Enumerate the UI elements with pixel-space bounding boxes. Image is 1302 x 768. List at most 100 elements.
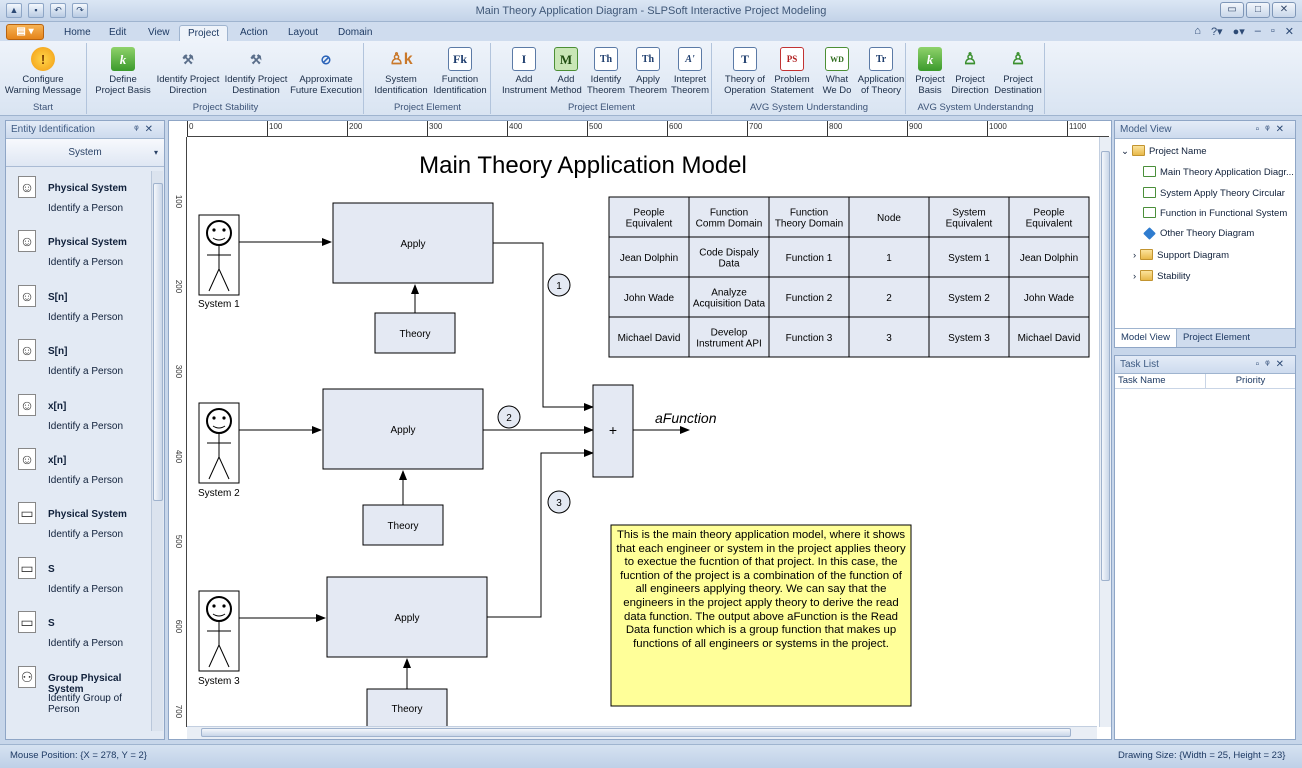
system-3-figure[interactable] <box>198 590 240 672</box>
close-doc-icon[interactable]: ✕ <box>1284 26 1294 38</box>
entity-item[interactable]: ☺S[n]Identify a Person <box>12 283 150 337</box>
panel-controls[interactable]: ▫ᵠ✕ <box>1255 124 1290 135</box>
configure-warning-button[interactable]: ! Configure Warning Message <box>0 45 86 96</box>
table-cell[interactable] <box>928 236 1010 278</box>
tree-item[interactable]: System Apply Theory Circular <box>1133 186 1285 199</box>
collapse-arrow-icon[interactable]: › <box>1133 270 1137 282</box>
system-identification-button[interactable]: ♙k System Identification <box>371 45 431 96</box>
apply-box-2[interactable] <box>322 388 484 470</box>
app-icon[interactable]: ▲ <box>6 3 22 18</box>
close-button[interactable]: ✕ <box>1272 2 1296 18</box>
tab-layout[interactable]: Layout <box>288 27 319 38</box>
problem-statement-button[interactable]: PS Problem Statement <box>769 45 815 96</box>
apply-theorem-button[interactable]: Th Apply Theorem <box>628 45 668 96</box>
tree-item[interactable]: Other Theory Diagram <box>1133 227 1254 241</box>
maximize-button[interactable]: □ <box>1246 2 1270 18</box>
canvas-vertical-scrollbar[interactable] <box>1099 137 1111 727</box>
tab-project-element[interactable]: Project Element <box>1182 332 1250 343</box>
table-cell[interactable] <box>848 316 930 358</box>
panel-controls[interactable]: ▫ᵠ✕ <box>1255 359 1290 370</box>
table-cell[interactable] <box>928 316 1010 358</box>
node-circle-2[interactable] <box>497 405 521 429</box>
function-identification-button[interactable]: Fk Function Identification <box>431 45 489 96</box>
theory-box-3[interactable] <box>366 688 448 727</box>
diagram-canvas[interactable]: Main Theory Application Model System 1 S… <box>187 137 1099 727</box>
tab-edit[interactable]: Edit <box>109 27 127 38</box>
system-2-figure[interactable] <box>198 402 240 484</box>
table-cell[interactable] <box>848 236 930 278</box>
identify-project-direction-button[interactable]: ⚒ Identify Project Direction <box>154 45 222 97</box>
what-we-do-button[interactable]: WD What We Do <box>817 45 857 96</box>
table-cell[interactable] <box>848 276 930 318</box>
application-of-theory-button[interactable]: Tr Application of Theory <box>857 45 905 96</box>
undo-icon[interactable]: ↶ <box>50 3 66 18</box>
table-cell[interactable] <box>1008 276 1090 318</box>
collapse-arrow-icon[interactable]: › <box>1133 250 1137 261</box>
tree-item[interactable]: ›Stability <box>1133 269 1190 282</box>
add-method-button[interactable]: M Add Method <box>548 45 584 96</box>
sum-box[interactable] <box>592 384 634 478</box>
theory-box-2[interactable] <box>362 504 444 546</box>
approximate-future-execution-button[interactable]: ⊘ Approximate Future Execution <box>290 45 362 97</box>
note-box[interactable] <box>610 524 912 707</box>
apply-box-1[interactable] <box>332 202 494 284</box>
scroll-thumb[interactable] <box>153 183 163 501</box>
table-cell[interactable] <box>688 196 770 238</box>
restore-doc-icon[interactable]: ▫ <box>1270 25 1275 37</box>
project-destination-button[interactable]: ♙ Project Destination <box>993 45 1043 96</box>
style-icon[interactable]: ●▾ <box>1232 26 1245 38</box>
tab-action[interactable]: Action <box>240 27 268 38</box>
identify-theorem-button[interactable]: Th Identify Theorem <box>586 45 626 96</box>
node-circle-3[interactable] <box>547 490 571 514</box>
tree-item[interactable]: Main Theory Application Diagr... <box>1133 165 1294 178</box>
expand-arrow-icon[interactable]: ⌄ <box>1121 146 1129 157</box>
table-cell[interactable] <box>1008 316 1090 358</box>
tree-item[interactable]: ⌄Project Name <box>1121 145 1207 157</box>
entity-item[interactable]: ☺x[n]Identify a Person <box>12 392 150 446</box>
table-cell[interactable] <box>1008 236 1090 278</box>
tab-domain[interactable]: Domain <box>338 27 373 38</box>
system-1-figure[interactable] <box>198 214 240 296</box>
tab-model-view[interactable]: Model View <box>1115 329 1177 347</box>
column-task-name[interactable]: Task Name <box>1118 375 1166 386</box>
interpret-theorem-button[interactable]: A' Intepret Theorem <box>670 45 710 96</box>
left-scrollbar[interactable] <box>151 171 163 731</box>
table-cell[interactable] <box>1008 196 1090 238</box>
table-cell[interactable] <box>608 316 690 358</box>
system-dropdown[interactable]: System ▾ <box>6 139 164 167</box>
minimize-doc-icon[interactable]: – <box>1254 25 1261 37</box>
table-cell[interactable] <box>608 236 690 278</box>
table-cell[interactable] <box>768 276 850 318</box>
redo-icon[interactable]: ↷ <box>72 3 88 18</box>
minimize-button[interactable]: ▭ <box>1220 2 1244 18</box>
project-basis-button[interactable]: k Project Basis <box>913 45 947 96</box>
table-cell[interactable] <box>688 316 770 358</box>
tree-item[interactable]: ›Support Diagram <box>1133 249 1229 261</box>
tab-project[interactable]: Project <box>179 25 229 41</box>
entity-item[interactable]: ☺S[n]Identify a Person <box>12 337 150 391</box>
tab-home[interactable]: Home <box>64 27 91 38</box>
table-cell[interactable] <box>688 236 770 278</box>
theory-of-operation-button[interactable]: T Theory of Operation <box>723 45 767 96</box>
tab-view[interactable]: View <box>148 27 170 38</box>
node-circle-1[interactable] <box>547 273 571 297</box>
define-project-basis-button[interactable]: k Define Project Basis <box>92 45 154 96</box>
add-instrument-button[interactable]: I Add Instrument <box>502 45 547 96</box>
application-menu-button[interactable]: ▤ ▾ <box>6 24 44 40</box>
column-priority[interactable]: Priority <box>1205 374 1295 388</box>
identify-project-destination-button[interactable]: ⚒ Identify Project Destination <box>222 45 290 97</box>
table-cell[interactable] <box>608 196 690 238</box>
canvas-horizontal-scrollbar[interactable] <box>187 726 1097 739</box>
panel-controls[interactable]: ᵠ✕ <box>134 124 159 135</box>
help-icon[interactable]: ?▾ <box>1210 26 1223 38</box>
scroll-thumb[interactable] <box>1101 151 1110 581</box>
entity-item[interactable]: ☺x[n]Identify a Person <box>12 446 150 500</box>
scroll-thumb[interactable] <box>201 728 1071 737</box>
theory-box-1[interactable] <box>374 312 456 354</box>
